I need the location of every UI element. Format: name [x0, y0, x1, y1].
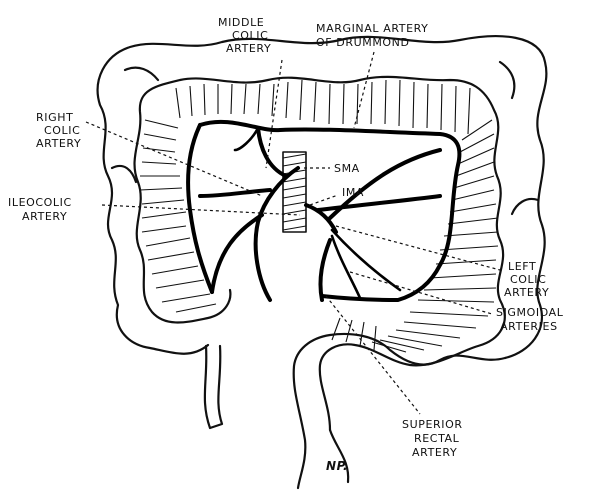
label-superior-rectal-line-2: RECTAL — [414, 432, 460, 445]
label-middle-colic-line-3: ARTERY — [226, 42, 271, 55]
label-sigmoidal: SIGMOIDAL ARTERIES — [496, 306, 564, 333]
label-left-colic: LEFT COLIC ARTERY — [504, 260, 549, 299]
middle-colic-artery — [256, 126, 288, 178]
label-middle-colic-line-2: COLIC — [232, 29, 268, 42]
leader-lines — [85, 51, 501, 415]
haustral-fold-left-mid — [110, 164, 138, 184]
leader-right-colic — [85, 121, 263, 197]
appendix — [203, 344, 224, 430]
inferior-mesenteric-artery — [304, 203, 338, 234]
label-ileocolic-line-1: ILEOCOLIC — [8, 196, 72, 209]
label-ileocolic: ILEOCOLIC ARTERY — [8, 196, 72, 223]
label-right-colic: RIGHT COLIC ARTERY — [36, 111, 81, 150]
label-marginal-artery: MARGINAL ARTERY OF DRUMMOND — [316, 22, 429, 49]
label-middle-colic-line-1: MIDDLE — [218, 16, 264, 29]
haustral-fold-right-mid — [510, 197, 540, 216]
label-ileocolic-line-2: ARTERY — [22, 210, 67, 223]
label-right-colic-line-3: ARTERY — [36, 137, 81, 150]
leader-sigmoidal — [349, 271, 493, 315]
label-left-colic-line-2: COLIC — [510, 273, 546, 286]
left-colic-artery — [316, 194, 442, 212]
superior-rectal-artery — [318, 238, 332, 302]
label-sigmoidal-line-1: SIGMOIDAL — [496, 306, 564, 319]
label-sigmoidal-line-2: ARTERIES — [500, 320, 558, 333]
aorta — [282, 151, 307, 233]
label-right-colic-line-2: COLIC — [44, 124, 80, 137]
leader-ima — [309, 194, 339, 206]
label-marginal-line-1: MARGINAL ARTERY — [316, 22, 429, 35]
leader-middle-colic — [265, 59, 283, 169]
rectum-wall — [328, 428, 350, 484]
label-left-colic-line-1: LEFT — [508, 260, 536, 273]
ileocolic-artery — [210, 213, 264, 294]
leader-left-colic — [335, 225, 501, 271]
vasa-recta — [139, 79, 499, 353]
right-colic-artery — [198, 188, 272, 198]
left-colic-ascending — [328, 148, 442, 220]
haustral-fold-upper-right — [498, 60, 516, 100]
colon-inner-wall — [133, 75, 506, 432]
label-middle-colic: MIDDLE COLIC ARTERY — [218, 16, 271, 55]
haustral-fold-upper-left — [123, 66, 160, 82]
label-superior-rectal-line-3: ARTERY — [412, 446, 457, 459]
leader-superior-rectal — [325, 295, 421, 415]
middle-colic-branch — [233, 126, 260, 152]
label-left-colic-line-3: ARTERY — [504, 286, 549, 299]
marginal-artery-of-drummond — [198, 119, 462, 302]
label-sma: SMA — [334, 162, 360, 175]
sigmoidal-artery-2 — [330, 234, 362, 300]
leader-marginal — [353, 51, 375, 129]
superior-mesenteric-artery — [253, 166, 300, 302]
artist-signature: NP. — [326, 459, 348, 473]
label-ima: IMA — [342, 186, 364, 199]
label-superior-rectal: SUPERIOR RECTAL ARTERY — [402, 418, 463, 459]
label-superior-rectal-line-1: SUPERIOR — [402, 418, 463, 431]
leader-ileocolic — [101, 204, 301, 216]
right-colon-arcade — [186, 123, 214, 294]
label-right-colic-line-1: RIGHT — [36, 111, 73, 124]
label-marginal-line-2: OF DRUMMOND — [316, 36, 410, 49]
